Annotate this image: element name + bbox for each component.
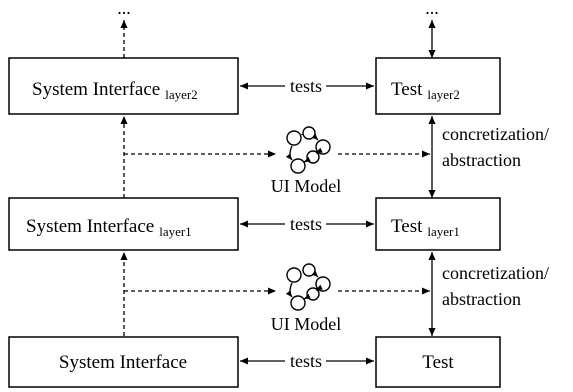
relation-lower-line1: concretization/: [442, 263, 549, 283]
ui-model-upper-icon: [285, 126, 331, 174]
test-layer2-box: [375, 57, 501, 115]
test-label: Test: [422, 352, 454, 373]
system-interface-box: [8, 336, 239, 388]
ui-model-lower-label: UI Model: [271, 314, 342, 334]
ellipsis-right: ...: [425, 0, 439, 18]
tests-label-layer0: tests: [290, 351, 322, 371]
system-interface-layer2-box: [8, 57, 239, 115]
system-interface-label: System Interface: [59, 352, 187, 373]
tests-label-layer2: tests: [290, 76, 322, 96]
relation-upper-line2: abstraction: [442, 150, 521, 170]
relation-upper-line1: concretization/: [442, 124, 549, 144]
test-box: [375, 336, 501, 388]
relation-lower-line2: abstraction: [442, 289, 521, 309]
tests-label-layer1: tests: [290, 214, 322, 234]
test-layer1-box: [375, 197, 501, 251]
system-interface-layer1-box: [8, 197, 239, 251]
ui-model-lower-icon: [285, 263, 331, 311]
ui-model-upper-label: UI Model: [271, 176, 342, 196]
ellipsis-left: ...: [117, 0, 131, 18]
